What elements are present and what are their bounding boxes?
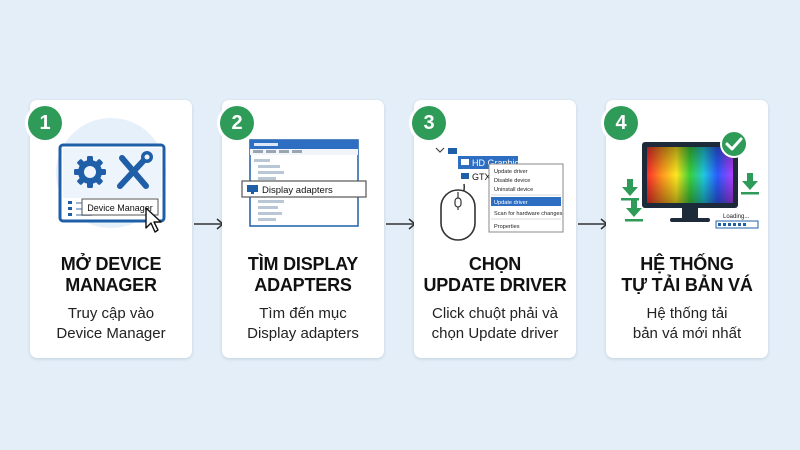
step-desc-line-1: Truy cập vào [67,305,155,322]
context-menu: Update driver Disable device Uninstall d… [488,163,564,233]
progress-bar [715,220,759,229]
menu-item-uninstall-device: Uninstall device [494,187,533,193]
step-card-3: HD Graphics GTX Update driver Disable de… [412,100,576,358]
step-description: Truy cập vào Device Manager [30,304,192,344]
display-adapter-icon [247,185,258,194]
menu-item-properties: Properties [494,224,520,230]
step-title-line-1: HỆ THỐNG [640,254,734,274]
step-title-line-2: MANAGER [65,275,157,295]
arrow-right-icon [578,218,609,230]
update-driver-illustration: HD Graphics GTX Update driver Disable de… [435,147,564,241]
mouse-icon [440,189,476,241]
loading-label: Loading... [723,214,750,220]
step-desc-line-2: Device Manager [56,325,166,342]
display-adapters-label: Display adapters [262,185,333,196]
arrow-right-icon [194,218,225,230]
checkmark-icon [720,130,748,158]
step-number-badge: 3 [412,106,446,140]
device-manager-illustration: Device Manager [56,118,166,233]
step-title-line-1: MỞ DEVICE [60,254,162,274]
step-card-1: Device Manager 1 MỞ DEVICE MANAGER Truy … [28,100,192,358]
download-arrows-left-icon [621,179,643,222]
menu-item-disable-device: Disable device [494,178,530,184]
step-card-2: Display adapters 2 TÌM DISPLAY ADAPTERS … [220,100,384,358]
step-number-badge: 4 [604,106,638,140]
step-desc-line-1: Tìm đến mục [259,305,347,322]
auto-update-illustration: Loading... [621,130,759,229]
step-card-4: Loading... 4 HỆ THỐNG TỰ TẢI BẢN VÁ Hệ t… [604,100,768,358]
step-title: CHỌN UPDATE DRIVER [414,254,576,296]
step-title-line-1: CHỌN [468,254,522,274]
step-title-line-2: UPDATE DRIVER [423,275,567,295]
download-arrow-right-icon [741,173,759,195]
wrench-icon [117,151,153,189]
step-title: HỆ THỐNG TỰ TẢI BẢN VÁ [606,254,768,296]
step-number-badge: 1 [28,106,62,140]
step-title-line-1: TÌM DISPLAY [247,254,359,274]
arrow-right-icon [386,218,417,230]
step-desc-line-2: bản vá mới nhất [632,325,742,342]
step-description: Click chuột phải và chọn Update driver [414,304,576,344]
step-description: Hệ thống tải bản vá mới nhất [606,304,768,344]
step-desc-line-2: chọn Update driver [431,325,559,342]
step-title: TÌM DISPLAY ADAPTERS [222,254,384,296]
step-number-badge: 2 [220,106,254,140]
gpu-device-1: HD Graphics [472,158,524,168]
step-description: Tìm đến mục Display adapters [222,304,384,344]
display-adapters-illustration: Display adapters [241,139,367,227]
step-desc-line-2: Display adapters [247,325,359,342]
step-title: MỞ DEVICE MANAGER [30,254,192,296]
gpu-device-2: GTX [472,172,491,182]
step-title-line-2: TỰ TẢI BẢN VÁ [621,275,753,295]
step-desc-line-1: Hệ thống tải [646,305,728,322]
menu-item-scan-hardware: Scan for hardware changes [494,211,563,217]
monitor-icon [642,142,738,222]
cursor-icon [145,207,162,233]
gear-icon [74,156,106,188]
menu-item-update-driver-highlighted: Update driver [494,200,528,206]
step-title-line-2: ADAPTERS [254,275,352,295]
menu-item-update-driver: Update driver [494,169,528,175]
step-desc-line-1: Click chuột phải và [432,305,558,322]
device-manager-label: Device Manager [87,203,153,213]
